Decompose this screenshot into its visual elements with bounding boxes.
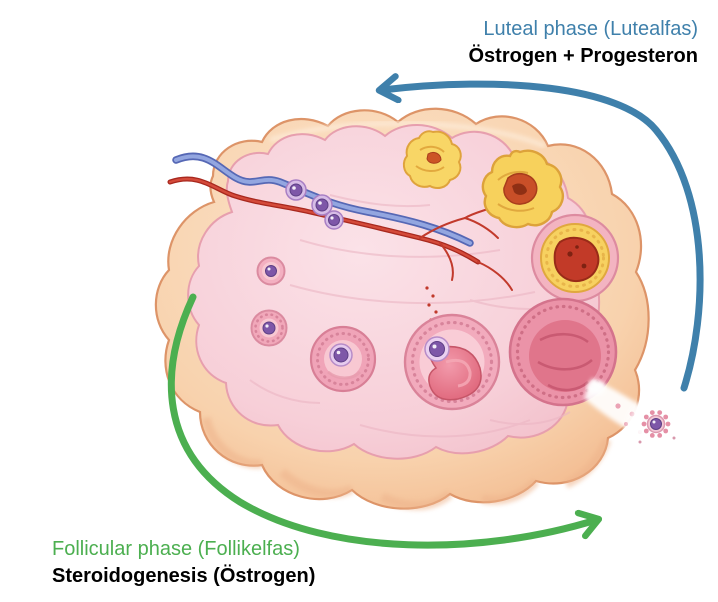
luteal-hormones-text: Östrogen + Progesteron: [468, 45, 699, 67]
secondary-follicle: [250, 309, 288, 347]
follicular-arrow: [167, 293, 596, 549]
luteal-phase-title: Luteal phase (Lutealfas): [483, 18, 698, 40]
corpus-luteum-early: [402, 130, 462, 189]
artery: [167, 176, 513, 322]
luteal-phase-label: Luteal phase (Lutealfas) Östrogen + Prog…: [469, 16, 699, 70]
artery-branches: [419, 204, 513, 291]
stroma-texture: [249, 194, 586, 438]
mature-follicle: [508, 297, 618, 407]
primordial-follicles: [285, 179, 344, 230]
follicular-hormones-text: Steroidogenesis (Östrogen): [52, 565, 316, 587]
luteal-arrow: [382, 84, 704, 392]
capsule-shading: [201, 416, 612, 511]
corona-radiata: [641, 410, 671, 438]
corpus-hemorrhagicum: [530, 213, 620, 303]
antral-follicle: [403, 313, 501, 411]
follicle-folds: [537, 332, 593, 392]
preantral-follicle: [309, 325, 377, 393]
follicular-phase-title: Follicular phase (Follikelfas): [52, 538, 300, 560]
primary-follicle: [256, 256, 286, 286]
corpus-luteum-mid: [481, 149, 564, 229]
ovulated-egg: [629, 401, 683, 447]
follicular-phase-label: Follicular phase (Follikelfas) Steroidog…: [52, 536, 315, 590]
